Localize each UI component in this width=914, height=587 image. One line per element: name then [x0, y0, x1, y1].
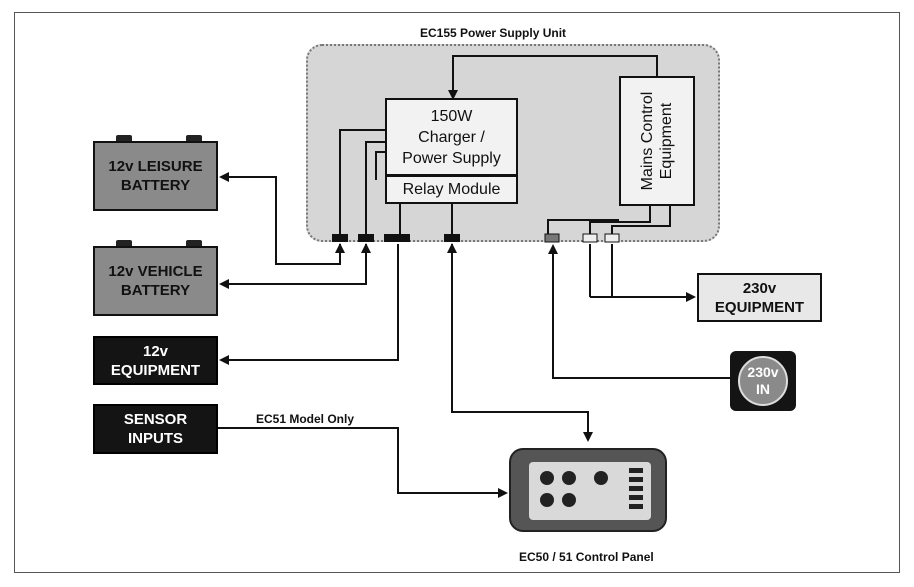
charger-lead-3	[375, 151, 385, 180]
relay-module-box: Relay Module	[385, 175, 518, 204]
equipment-12v-wire	[219, 244, 399, 365]
level-indicator-2	[629, 477, 643, 482]
charger-lead-2	[365, 141, 385, 236]
level-indicator-1	[629, 468, 643, 473]
equipment-230v: 230v EQUIPMENT	[697, 273, 822, 322]
control-panel-buttons	[540, 468, 643, 509]
input-230v-frame: 230v IN	[730, 351, 796, 411]
equipment-230v-line1: 230v	[742, 279, 777, 297]
input-230v: 230v IN	[738, 356, 788, 406]
input-230v-line1: 230v	[747, 364, 779, 380]
level-indicator-3	[629, 486, 643, 491]
input-230v-line2: IN	[756, 381, 770, 397]
equipment-12v: 12v EQUIPMENT	[93, 336, 218, 385]
leisure-battery-terminal-neg	[116, 135, 132, 141]
charger-wattage: 150W	[430, 107, 473, 125]
terminal-6	[582, 233, 598, 243]
mains-lead-3	[611, 206, 671, 236]
mains-lead-1	[547, 219, 619, 236]
terminal-5	[544, 233, 560, 243]
vehicle-battery: 12v VEHICLE BATTERY	[93, 246, 218, 316]
terminal-7	[604, 233, 620, 243]
control-panel-label: EC50 / 51 Control Panel	[519, 550, 654, 564]
vehicle-battery-terminal-pos	[186, 240, 202, 246]
equipment-230v-line2: EQUIPMENT	[714, 298, 805, 316]
equipment-12v-line2: EQUIPMENT	[110, 361, 201, 379]
terminal-3	[384, 234, 410, 242]
power-supply-label: Power Supply	[402, 149, 501, 167]
leisure-battery: 12v LEISURE BATTERY	[93, 141, 218, 211]
diagram-frame	[14, 12, 900, 573]
mains-button-icon	[594, 471, 608, 485]
vehicle-battery-line1: 12v VEHICLE	[108, 263, 203, 280]
relay-module-label: Relay Module	[402, 180, 501, 198]
psu-title: EC155 Power Supply Unit	[420, 26, 567, 40]
leisure-battery-wire	[219, 172, 341, 265]
relay-to-panel-wire	[451, 380, 593, 442]
leisure-battery-line2: BATTERY	[120, 177, 191, 194]
vehicle-battery-line2: BATTERY	[120, 282, 191, 299]
sensor-inputs-line1: SENSOR	[123, 411, 188, 428]
sensor-to-panel-wire	[218, 427, 508, 498]
vehicle-battery-terminal-neg	[116, 240, 132, 246]
charger-lead-1	[339, 129, 385, 236]
input-230v-wire	[548, 244, 730, 379]
play-button-icon	[540, 493, 554, 507]
control-panel-face	[529, 462, 651, 520]
equipment-12v-line1: 12v	[142, 342, 169, 360]
tank-button-icon	[562, 493, 576, 507]
sensor-inputs-line2: INPUTS	[127, 430, 183, 447]
control-panel	[509, 448, 667, 532]
terminal-2	[358, 234, 374, 242]
equipment-230v-wire-b	[611, 244, 696, 302]
sensor-note: EC51 Model Only	[256, 412, 355, 426]
leisure-battery-line1: 12v LEISURE	[108, 158, 203, 175]
terminal-block	[332, 233, 620, 243]
power-button-icon	[540, 471, 554, 485]
charger-label: Charger /	[418, 128, 485, 146]
mains-lead-2	[589, 206, 651, 236]
battery-button-icon	[562, 471, 576, 485]
leisure-battery-terminal-pos	[186, 135, 202, 141]
level-indicator-5	[629, 504, 643, 509]
mains-to-charger-wire	[448, 55, 658, 100]
terminal-1	[332, 234, 348, 242]
terminal-4	[444, 234, 460, 242]
mains-control-box	[619, 76, 695, 206]
level-indicator-4	[629, 495, 643, 500]
sensor-inputs: SENSOR INPUTS	[93, 404, 218, 454]
